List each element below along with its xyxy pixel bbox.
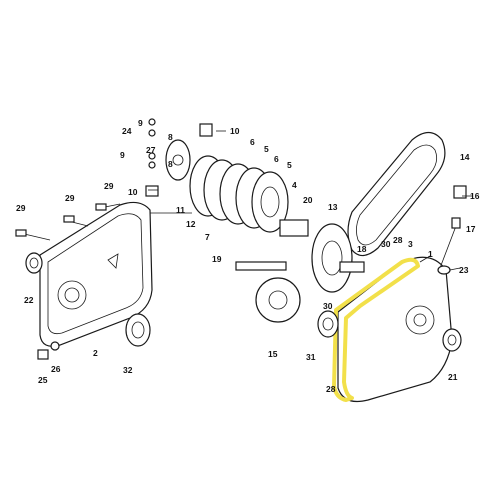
callout-8a: 8 <box>168 132 173 142</box>
callout-28b: 28 <box>326 384 336 394</box>
clutch-hub-11 <box>165 139 191 181</box>
callout-21: 21 <box>448 372 458 382</box>
callout-28a: 28 <box>393 235 403 245</box>
callout-24: 24 <box>122 126 132 136</box>
callout-6b: 6 <box>274 154 279 164</box>
callout-13: 13 <box>328 202 338 212</box>
callout-5b: 5 <box>287 160 292 170</box>
gasket-highlight-3 <box>332 257 420 402</box>
left-case-cover <box>39 201 153 347</box>
callout-18: 18 <box>357 244 367 254</box>
callout-29a: 29 <box>16 203 26 213</box>
callout-11: 11 <box>176 205 185 215</box>
callout-31: 31 <box>306 352 316 362</box>
sprocket-15 <box>255 277 301 323</box>
small-parts-top <box>145 118 213 197</box>
clutch-plates <box>189 155 309 237</box>
callout-26: 26 <box>51 364 61 374</box>
callout-5a: 5 <box>264 144 269 154</box>
callout-10a: 10 <box>230 126 240 136</box>
right-case-cover <box>337 256 453 403</box>
callout-27: 27 <box>146 145 156 155</box>
callout-19: 19 <box>212 254 222 264</box>
callout-17: 17 <box>466 224 476 234</box>
left-bolts <box>15 203 121 241</box>
callout-labels: 1 2 3 4 5 5 6 6 7 8 8 9 9 10 10 11 12 13… <box>16 118 480 394</box>
callout-29b: 29 <box>65 193 75 203</box>
callout-12: 12 <box>186 219 196 229</box>
oil-seal-22 <box>25 252 43 274</box>
dipstick-17 <box>439 217 461 269</box>
callout-9a: 9 <box>138 118 143 128</box>
callout-1: 1 <box>428 249 433 259</box>
shaft-19 <box>235 261 287 271</box>
clutch-drum-13 <box>311 223 365 293</box>
callout-8b: 8 <box>168 159 173 169</box>
callout-29c: 29 <box>104 181 114 191</box>
callout-2: 2 <box>93 348 98 358</box>
callout-7: 7 <box>205 232 210 242</box>
callout-20: 20 <box>303 195 313 205</box>
callout-6a: 6 <box>250 137 255 147</box>
callout-4: 4 <box>292 180 297 190</box>
callout-9b: 9 <box>120 150 125 160</box>
oil-seal-21 <box>442 328 462 352</box>
callout-30a: 30 <box>381 239 391 249</box>
bearing-31 <box>317 310 339 338</box>
breather-16 <box>453 185 467 199</box>
callout-32: 32 <box>123 365 133 375</box>
drain-plug-25 <box>37 341 60 360</box>
callout-30b: 30 <box>323 301 333 311</box>
leader-lines <box>148 130 472 271</box>
o-ring-23 <box>437 265 451 275</box>
callout-3: 3 <box>408 239 413 249</box>
callout-10b: 10 <box>128 187 138 197</box>
callout-14: 14 <box>460 152 470 162</box>
callout-23: 23 <box>459 265 469 275</box>
callout-25: 25 <box>38 375 48 385</box>
bearing-32 <box>125 313 151 347</box>
callout-15: 15 <box>268 349 278 359</box>
callout-22: 22 <box>24 295 34 305</box>
callout-16: 16 <box>470 191 480 201</box>
